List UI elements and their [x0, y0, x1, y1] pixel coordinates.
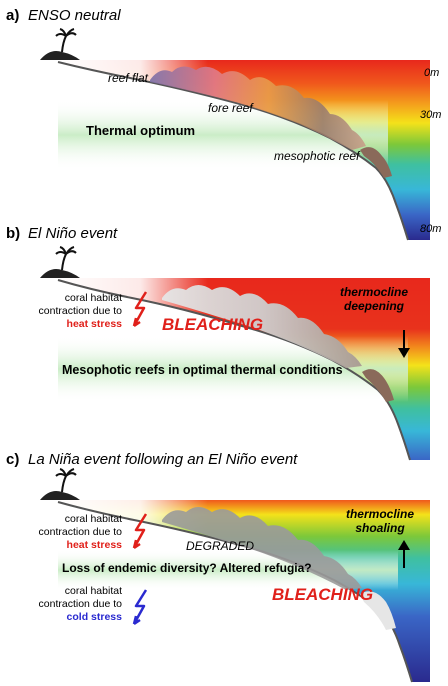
panel-c-heat-note-line2: contraction due to	[39, 526, 123, 538]
panel-c-heat-note-line1: coral habitat	[65, 513, 122, 525]
panel-a-title: ENSO neutral	[28, 7, 121, 24]
panel-c-center-label: Loss of endemic diversity? Altered refug…	[62, 561, 312, 575]
panel-c-letter: c)	[6, 451, 19, 468]
panel-b-water-column	[58, 278, 430, 460]
panel-b-letter: b)	[6, 225, 20, 242]
panel-c-cold-note-line1: coral habitat	[65, 585, 122, 597]
panel-c-bleaching-label: BLEACHING	[272, 585, 373, 604]
panel-b-thermocline-line1: thermocline	[340, 285, 408, 299]
panel-c-lightning-heat-icon	[132, 513, 148, 550]
panel-b: b) El Niño event coral habitat contracti…	[6, 225, 430, 462]
panel-c-degraded-reef	[162, 507, 362, 590]
panel-a-mesophotic-coral	[360, 147, 392, 178]
panel-c-heat-note-heat: heat stress	[67, 539, 123, 551]
panel-a-reef	[150, 66, 366, 150]
label-thermal-optimum: Thermal optimum	[86, 123, 195, 138]
panel-b-thermocline-line2: deepening	[344, 299, 405, 313]
panel-c-cold-note-line2: contraction due to	[39, 598, 123, 610]
panel-b-palm-icon	[55, 246, 77, 271]
panel-b-habitat-note-line2: contraction due to	[39, 305, 123, 317]
panel-c-island	[40, 491, 80, 500]
panel-c-degraded-label: DEGRADED	[186, 539, 254, 553]
panel-b-island	[40, 269, 80, 278]
panel-c-palm-icon	[55, 468, 77, 493]
panel-a-letter: a)	[6, 7, 19, 24]
panel-b-title: El Niño event	[28, 225, 118, 242]
depth-label-80m: 80m	[420, 223, 441, 235]
panel-c-title: La Niña event following an El Niño event	[28, 451, 298, 468]
panel-c-arrow-up-icon	[398, 540, 410, 568]
panel-c-bleached-mesophotic	[360, 591, 396, 630]
panel-a-palm-icon	[55, 28, 77, 53]
panel-b-habitat-note-heat: heat stress	[67, 318, 123, 330]
depth-label-0m: 0m	[424, 67, 439, 79]
panel-a: a) ENSO neutral reef flat fore reef meso…	[6, 7, 441, 242]
panel-b-bleached-reef	[162, 285, 362, 368]
panel-c: c) La Niña event following an El Niño ev…	[6, 451, 430, 684]
panel-b-mesophotic-coral	[362, 369, 394, 402]
label-mesophotic-reef: mesophotic reef	[274, 149, 361, 163]
panel-c-thermocline-line1: thermocline	[346, 507, 414, 521]
label-reef-flat: reef flat	[108, 71, 149, 85]
panel-b-habitat-note-line1: coral habitat	[65, 292, 122, 304]
panel-c-cold-note-cold: cold stress	[67, 611, 123, 623]
label-fore-reef: fore reef	[208, 101, 254, 115]
panel-b-arrow-down-icon	[398, 330, 410, 358]
panel-c-water-column	[58, 500, 430, 682]
panel-b-lightning-heat-icon	[132, 291, 148, 328]
depth-label-30m: 30m	[420, 109, 441, 121]
panel-b-bleaching-label: BLEACHING	[162, 315, 263, 334]
panel-c-lightning-cold-icon	[132, 589, 148, 626]
panel-c-thermocline-line2: shoaling	[355, 521, 405, 535]
panel-b-center-label: Mesophotic reefs in optimal thermal cond…	[62, 363, 343, 377]
panel-a-island	[40, 51, 80, 60]
